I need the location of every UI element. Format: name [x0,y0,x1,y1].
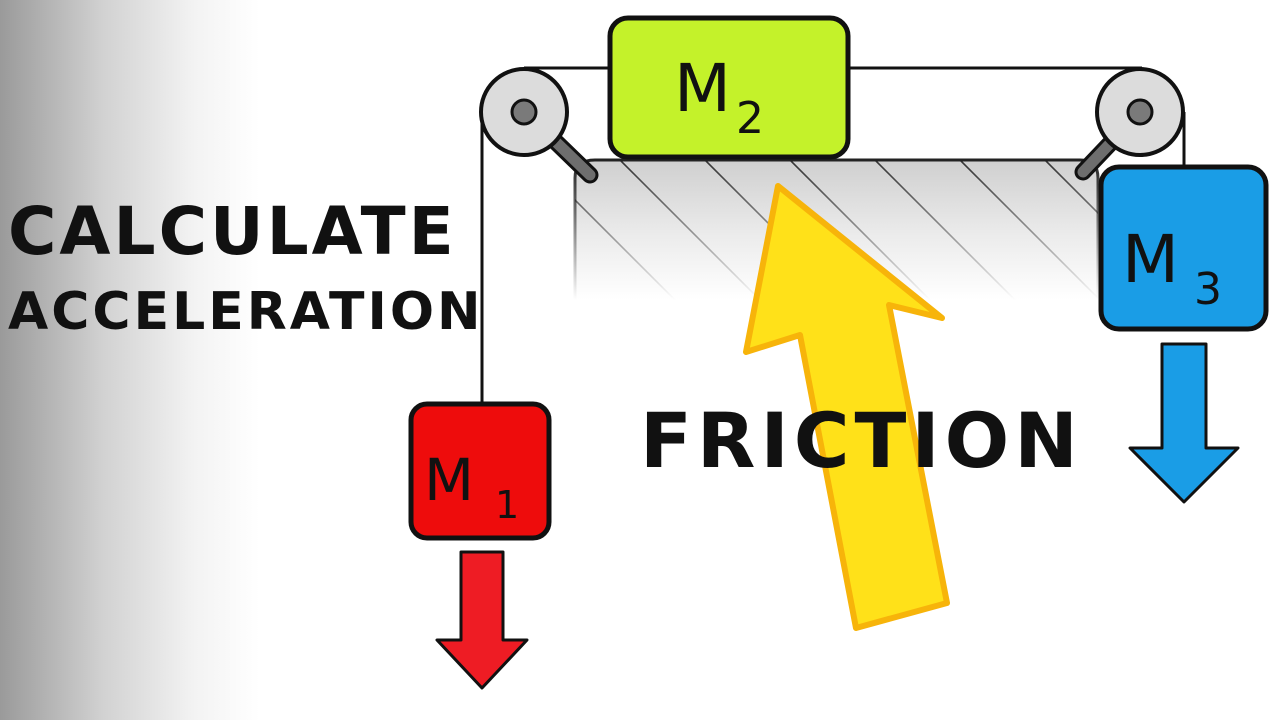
title-acceleration: ACCELERATION [8,282,484,342]
m2-subscript: 2 [736,93,764,144]
strings [480,66,1186,405]
m2-label: M [674,50,731,127]
m1-subscript: 1 [495,483,519,527]
background-gradient [0,0,260,720]
mass-m3: M 3 [1098,164,1269,332]
m3-down-arrow-icon [1128,342,1240,504]
mass-m1: M 1 [408,401,552,541]
title-calculate: CALCULATE [8,193,457,270]
m3-label: M [1122,221,1179,298]
left-pulley [479,67,569,157]
table-hatching [575,160,1098,300]
m1-down-arrow-icon [435,550,529,690]
right-pulley [1095,67,1185,157]
friction-arrow-icon [743,183,950,631]
friction-label: FRICTION [640,396,1083,485]
mass-m2: M 2 [607,15,851,160]
m1-label: M [424,446,474,514]
m3-subscript: 3 [1194,264,1222,315]
